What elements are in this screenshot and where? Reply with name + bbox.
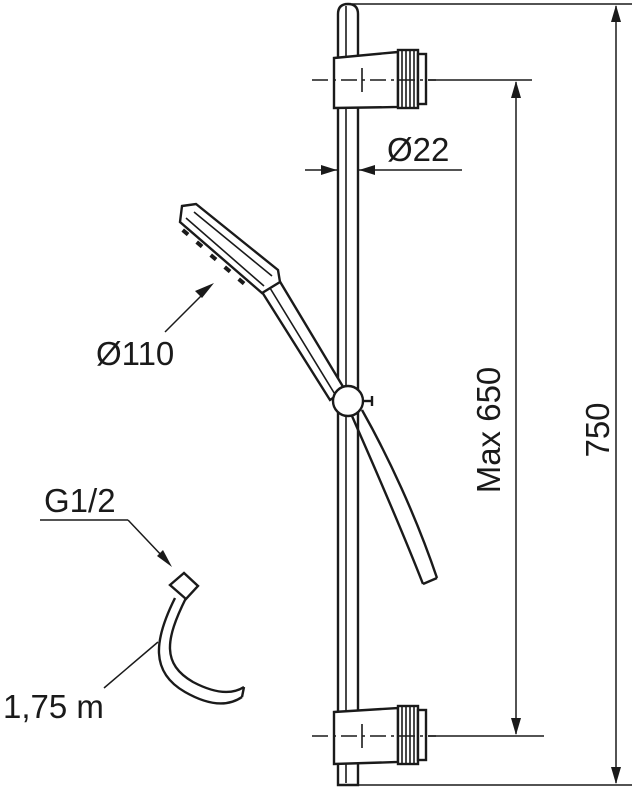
head-diameter-label: Ø110 xyxy=(96,335,174,372)
adjustable-height-label: Max 650 xyxy=(470,367,507,494)
loose-hose xyxy=(157,571,246,705)
slider-holder xyxy=(331,384,374,418)
total-height-label: 750 xyxy=(579,402,616,457)
bar-diameter-label: Ø22 xyxy=(387,131,449,168)
hose-length-callout: 1,75 m xyxy=(3,641,159,725)
top-wall-bracket xyxy=(312,48,436,110)
head-diameter-callout: Ø110 xyxy=(96,283,214,372)
bottom-wall-bracket xyxy=(312,704,436,766)
shower-hose xyxy=(350,409,439,586)
thread-label: G1/2 xyxy=(44,482,116,519)
hand-shower-handle xyxy=(260,278,347,402)
total-height-dimension: 750 xyxy=(352,3,632,786)
adjustable-height-dimension: Max 650 xyxy=(428,79,544,737)
hand-shower-head xyxy=(178,202,282,295)
bar-diameter-dimension: Ø22 xyxy=(305,131,462,175)
hose-length-label: 1,75 m xyxy=(3,688,104,725)
thread-callout: G1/2 xyxy=(40,482,172,567)
